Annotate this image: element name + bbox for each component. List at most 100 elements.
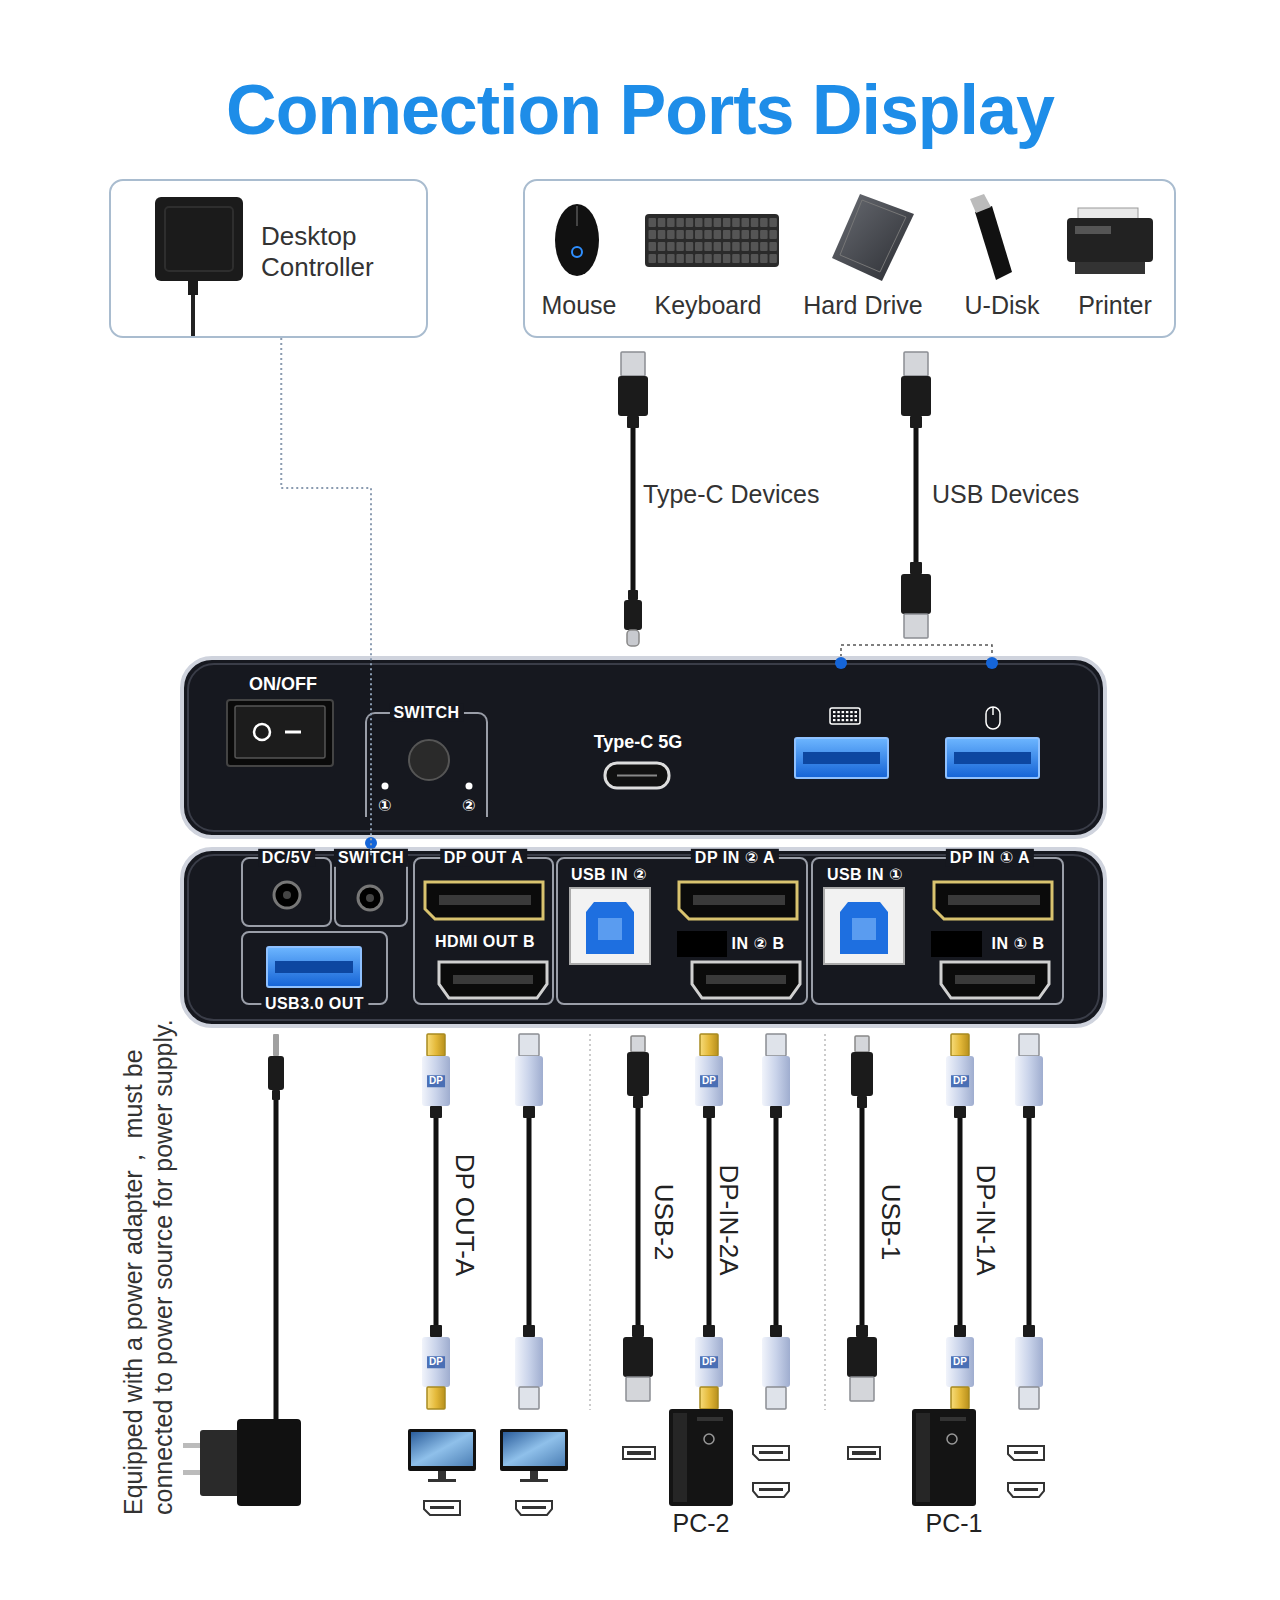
dp-plug <box>695 1337 723 1387</box>
back-panel <box>182 849 1105 1026</box>
usb-a-tongue <box>954 752 1031 764</box>
connector-tag: DP <box>427 1356 445 1368</box>
usb-b-tongue <box>852 918 876 940</box>
usb-a-plug <box>623 1337 653 1377</box>
node-label: DP IN ① A <box>946 849 1034 867</box>
hdmi-plug <box>1019 1387 1039 1409</box>
type-c-port <box>605 763 669 788</box>
keyboard-key <box>695 218 703 227</box>
usb-a-tongue <box>275 961 353 973</box>
keyboard-key <box>751 254 759 263</box>
usb-port-icon-tongue <box>852 1451 876 1455</box>
jack-pin <box>366 894 374 902</box>
keyboard-key <box>732 230 740 239</box>
dp-plug <box>422 1056 450 1106</box>
usb-a-plug <box>904 352 928 376</box>
mouse-symbol-wheel <box>992 707 994 715</box>
usb-a-plug <box>901 376 931 416</box>
usb-a-plug <box>910 416 922 428</box>
keyboard-key <box>676 254 684 263</box>
keyboard-symbol-key <box>855 719 858 721</box>
port-group-box: USB3.0 OUT <box>241 931 388 1005</box>
hard-drive-edge <box>840 200 906 272</box>
led-dot <box>466 783 473 790</box>
keyboard-key <box>695 254 703 263</box>
keyboard-symbol-key <box>842 719 845 721</box>
switch-button <box>409 740 449 780</box>
usb-b-plug <box>631 1036 645 1052</box>
pc-logo <box>704 1434 714 1444</box>
hdmi-plug <box>519 1387 539 1409</box>
keyboard-key <box>667 218 675 227</box>
keyboard-key <box>649 254 657 263</box>
cable-label: DP OUT-A <box>449 1154 479 1276</box>
keyboard-key <box>760 218 768 227</box>
masked-area <box>677 931 727 957</box>
node-label: ② <box>462 797 476 815</box>
cable-wire <box>958 1116 963 1327</box>
controller-box: Desktop Controller <box>109 179 428 338</box>
monitor-icon <box>408 1429 476 1471</box>
dp-port <box>934 882 1052 919</box>
monitor-stand <box>530 1471 538 1479</box>
keyboard-key <box>695 230 703 239</box>
hdmi-plug <box>1019 1034 1039 1056</box>
controller-face <box>165 207 233 271</box>
keyboard-key <box>649 218 657 227</box>
monitor-base <box>520 1479 548 1482</box>
separator-line <box>824 1034 826 1410</box>
dp-port-icon <box>753 1446 789 1460</box>
jack-port <box>358 886 382 910</box>
hdmi-plug <box>523 1106 535 1118</box>
dp-plug <box>954 1106 966 1118</box>
keyboard-key <box>676 230 684 239</box>
keyboard-key <box>676 218 684 227</box>
keyboard-key <box>742 254 750 263</box>
keyboard-key <box>658 230 666 239</box>
printer-panel <box>1075 226 1111 234</box>
usb-a-plug <box>626 1377 650 1401</box>
controller-cable-plug <box>188 281 198 295</box>
u-disk-cap <box>970 194 991 213</box>
keyboard-key <box>751 242 759 251</box>
node-label: Desktop Controller <box>261 221 421 283</box>
keyboard-key <box>714 218 722 227</box>
connector-tag: DP <box>951 1075 969 1087</box>
dp-port <box>425 882 543 919</box>
port-group-box: DC/5V <box>241 857 332 927</box>
adapter-prong <box>183 1470 202 1475</box>
usb-a-port <box>267 947 361 987</box>
usb-a-plug <box>901 574 931 614</box>
keyboard-key <box>676 242 684 251</box>
hdmi-plug <box>770 1325 782 1337</box>
usb-a-tongue <box>803 752 880 764</box>
keyboard-key <box>732 218 740 227</box>
type-c-plug <box>628 590 638 600</box>
connector-tag: DP <box>700 1356 718 1368</box>
input-group-box: USB IN ②DP IN ② AIN ② B <box>556 857 808 1005</box>
cable-wire <box>774 1116 779 1327</box>
usb-b-plug <box>633 1096 643 1108</box>
dp-port-tongue <box>439 895 531 905</box>
mouse-icon <box>555 204 599 276</box>
keyboard-symbol <box>830 708 860 724</box>
adapter-prong <box>183 1443 202 1448</box>
mouse-logo <box>572 247 582 257</box>
node-label: USB IN ① <box>827 866 903 884</box>
dc-plug <box>268 1056 284 1090</box>
type-c-tongue <box>617 775 657 777</box>
dp-port-icon <box>424 1501 460 1515</box>
masked-area <box>931 931 982 957</box>
controller-body <box>155 197 243 281</box>
cable-wire <box>636 1106 641 1327</box>
keyboard-key <box>751 218 759 227</box>
dp-plug <box>703 1106 715 1118</box>
u-disk-icon <box>975 206 1012 280</box>
pc-drive-bay <box>697 1417 723 1421</box>
keyboard-key <box>769 230 777 239</box>
hdmi-plug <box>519 1034 539 1056</box>
dp-plug <box>427 1034 445 1056</box>
usb-a-plug <box>904 614 928 638</box>
keyboard-symbol-key <box>842 715 845 717</box>
